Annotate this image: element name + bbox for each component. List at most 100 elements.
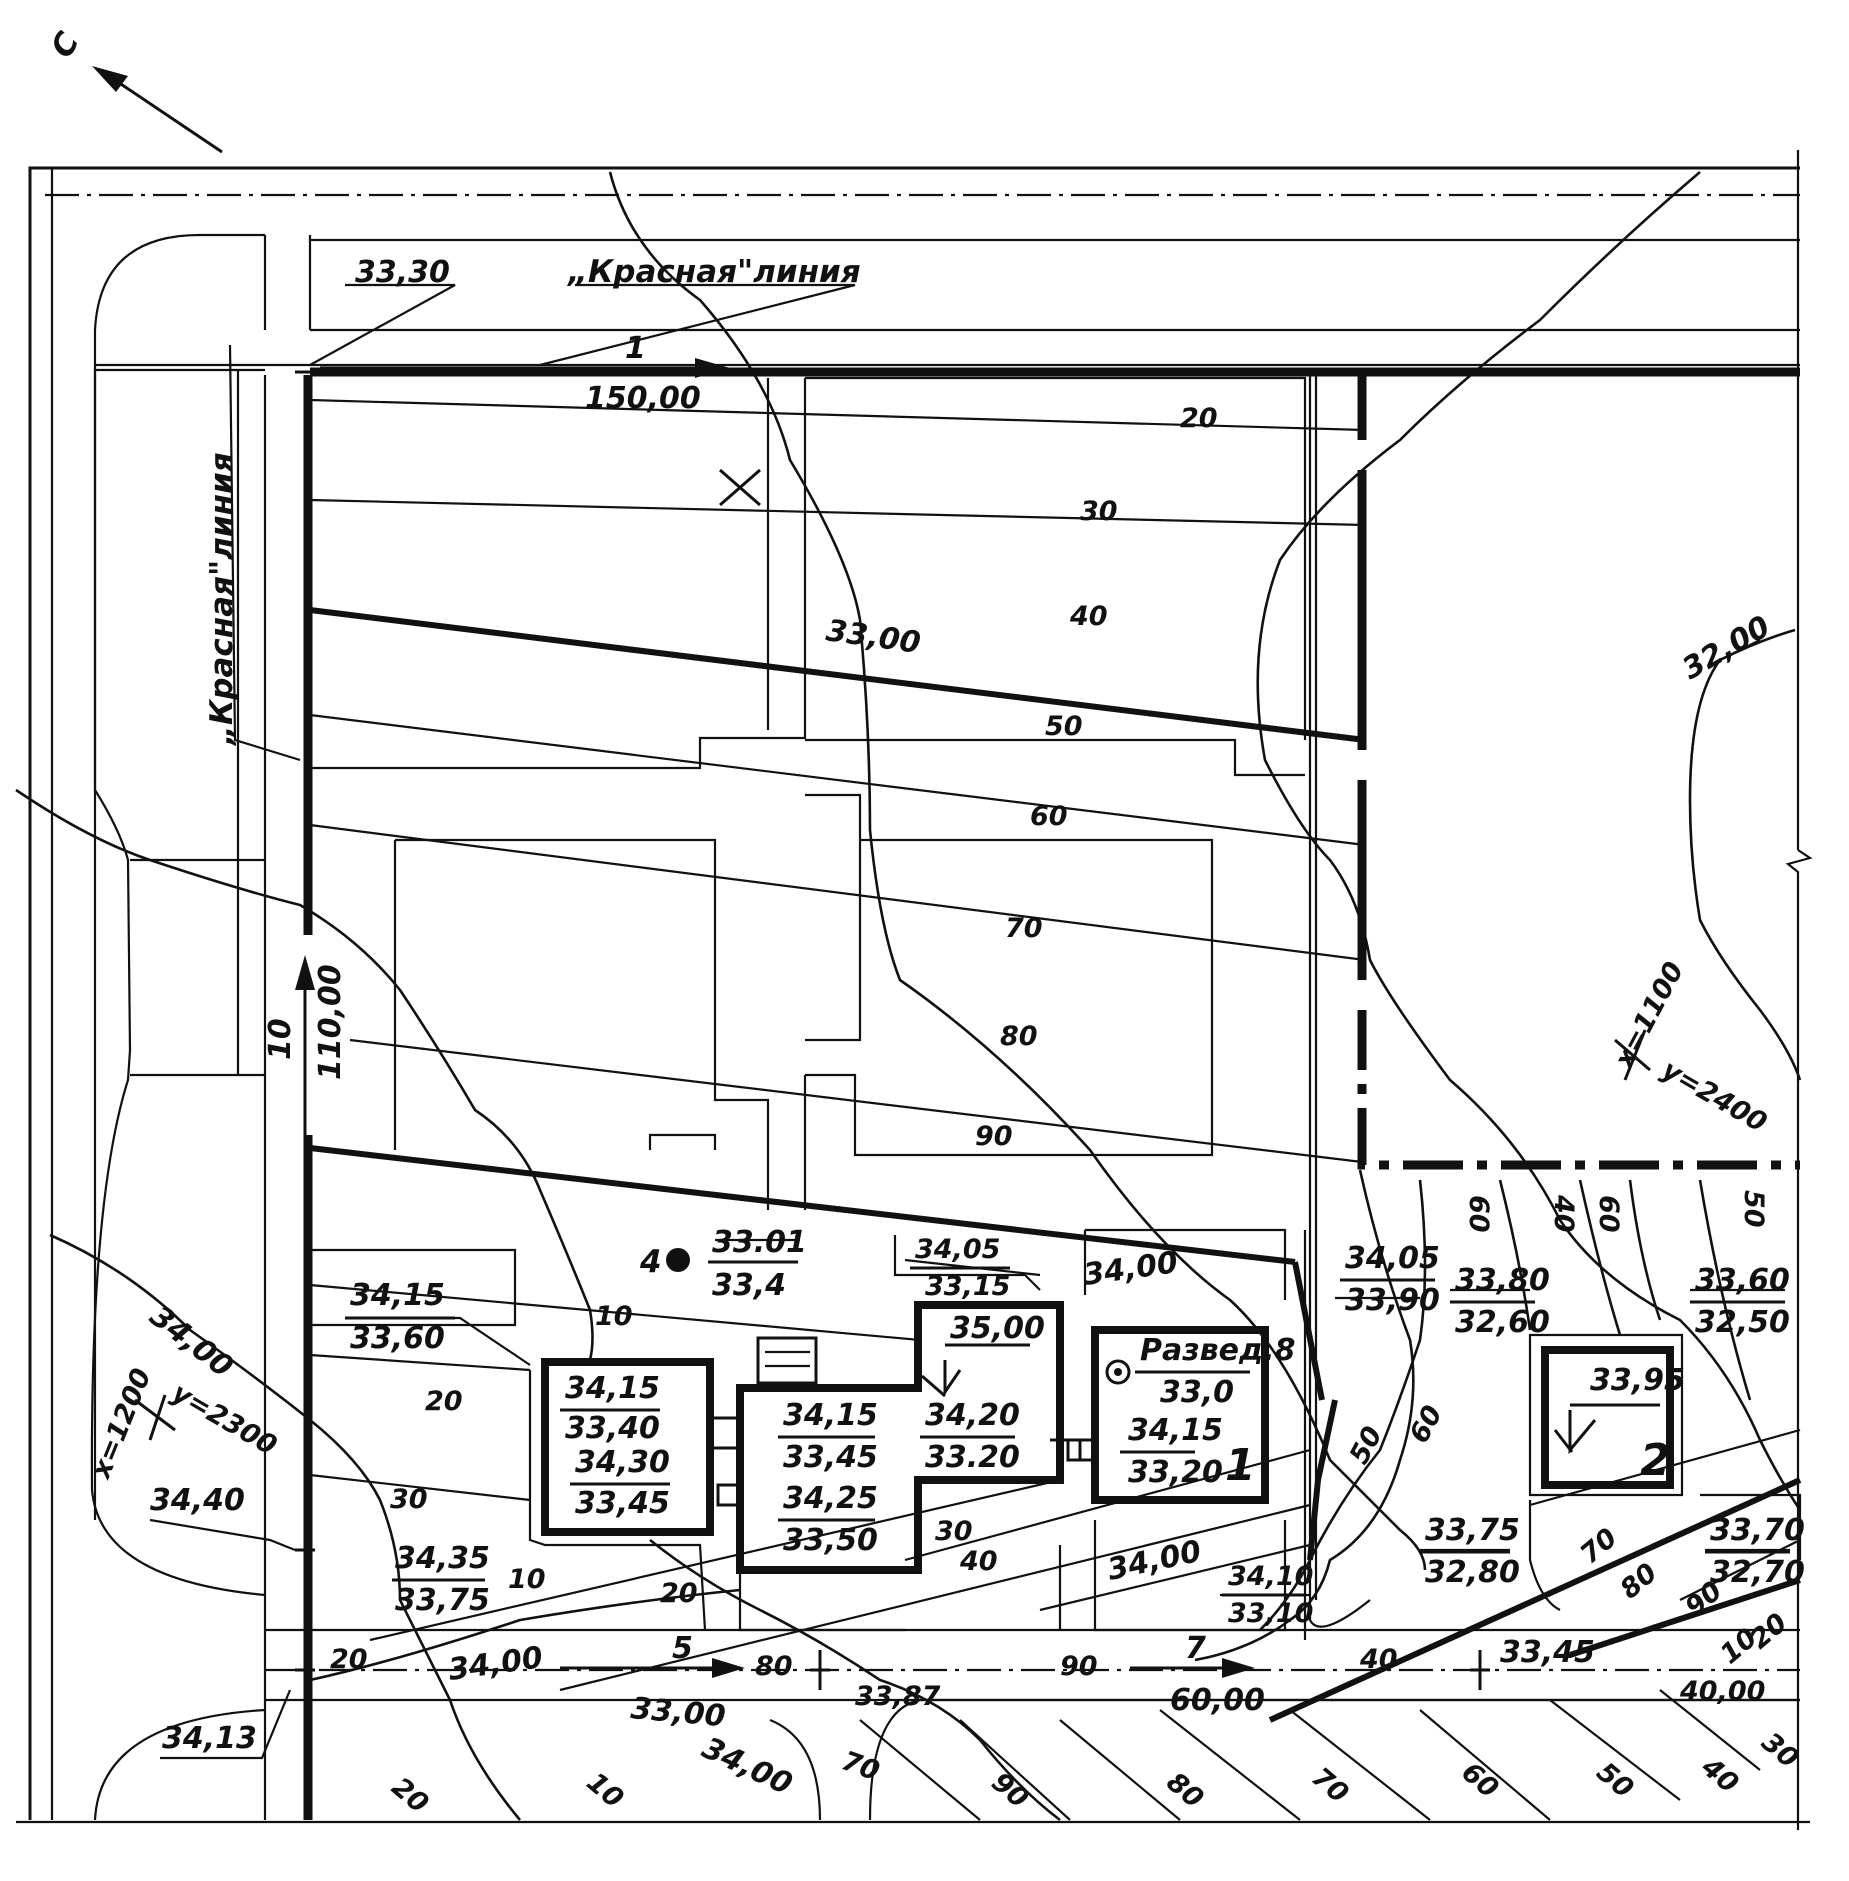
elev-33-45: 33,45 [1500,1635,1595,1670]
svg-text:32,50: 32,50 [1695,1305,1790,1340]
svg-text:60: 60 [1030,801,1068,832]
svg-text:90: 90 [986,1767,1035,1815]
svg-text:33,10: 33,10 [1228,1598,1313,1629]
svg-text:40: 40 [1359,1644,1398,1675]
svg-text:33,75: 33,75 [1425,1513,1520,1548]
contour-33-00: 33,00 [824,613,923,661]
elevation-pair-13: 33,75 32,80 [1420,1513,1520,1590]
svg-text:10: 10 [595,1301,633,1332]
svg-text:33,70: 33,70 [1710,1513,1805,1548]
svg-text:34,15: 34,15 [350,1278,445,1313]
north-side-len: 150,00 [585,381,701,416]
svg-text:20: 20 [660,1578,698,1609]
svg-text:40: 40 [1069,601,1108,632]
building-number-1: 1 [1225,1440,1256,1491]
svg-text:34,15: 34,15 [565,1371,660,1406]
building-2 [1541,1346,1674,1489]
svg-text:80: 80 [1000,1021,1038,1052]
elevation-pair-14: 33,70 32,70 [1705,1513,1805,1590]
svg-text:20: 20 [425,1386,463,1417]
elevation-pair-9: 34,15 33,20 [1120,1413,1223,1490]
svg-text:20: 20 [330,1644,368,1675]
elev-33-00-road: 33,00 [629,1691,727,1734]
elev-34-00-c: 34,00 [446,1640,545,1688]
svg-text:80: 80 [1161,1767,1210,1815]
plots [310,376,1802,1640]
svg-text:33,80: 33,80 [1455,1263,1550,1298]
north-side-num: 1 [625,331,646,366]
arrow-down-icon-2 [1568,1410,1597,1455]
contour-34-00: 34,00 [143,1299,239,1385]
svg-text:34,20: 34,20 [925,1398,1020,1433]
svg-text:32,70: 32,70 [1710,1555,1805,1590]
side-arrows [295,358,1490,1690]
svg-text:50: 50 [1738,1190,1769,1228]
contour-32-00: 32,00 [1677,609,1777,687]
svg-text:33,15: 33,15 [925,1271,1010,1302]
svg-text:33,45: 33,45 [575,1486,670,1521]
svg-text:80: 80 [755,1651,793,1682]
elev-33-95: 33,95 [1590,1363,1685,1398]
streets [45,168,1800,1821]
svg-text:34,05: 34,05 [1345,1241,1440,1276]
svg-text:70: 70 [1005,913,1043,944]
svg-text:40: 40 [1695,1751,1744,1800]
svg-text:30: 30 [390,1484,428,1515]
arrow-down-icon [943,1360,962,1397]
south-side-num-b: 7 [1185,1631,1206,1666]
svg-text:70: 70 [1306,1762,1355,1810]
svg-text:10: 10 [508,1564,546,1595]
elevation-pair-1: 34,15 33,60 [345,1278,455,1356]
svg-text:33,60: 33,60 [350,1321,445,1356]
contour-lines [15,171,1802,1822]
svg-text:33,90: 33,90 [1345,1283,1440,1318]
svg-text:80: 80 [1615,1557,1664,1605]
svg-text:90: 90 [975,1121,1013,1152]
svg-text:33.20: 33.20 [925,1440,1020,1475]
corner-elev: 33,30 [355,255,450,290]
west-side-len: 110,00 [313,964,348,1080]
elev-34-13: 34,13 [162,1721,257,1756]
svg-text:30: 30 [1080,496,1118,527]
svg-text:33,75: 33,75 [395,1583,490,1618]
svg-text:32,80: 32,80 [1425,1555,1520,1590]
svg-text:32,60: 32,60 [1455,1305,1550,1340]
borehole-elev: 33,0 [1160,1375,1234,1410]
north-letter: С [44,26,87,64]
well-number: 4 [639,1244,662,1280]
elev-34-00-a: 34,00 [1081,1245,1180,1293]
building-number-2: 2 [1640,1435,1671,1486]
red-line-label-top: „Красная"линия [566,254,861,290]
elevation-pair-10: 34,05 33,90 [1340,1241,1440,1318]
reference-lines [309,398,1366,1502]
svg-text:33,45: 33,45 [783,1440,878,1475]
svg-text:34,15: 34,15 [1128,1413,1223,1448]
west-side-num: 10 [263,1018,298,1060]
well-icon [666,1248,690,1272]
elevation-pair-11: 33,80 32,60 [1450,1263,1550,1340]
svg-text:60: 60 [1463,1195,1494,1233]
svg-text:50: 50 [1344,1422,1389,1470]
labels: „Красная"линия „Красная"линия 33,30 1 15… [85,254,1805,1820]
south-side-num-a: 5 [672,1631,693,1666]
elev-34-40: 34,40 [150,1483,245,1518]
svg-text:33,20: 33,20 [1128,1455,1223,1490]
borehole-icon [1105,1359,1131,1385]
elevation-pair-12: 33,60 32,50 [1690,1263,1790,1340]
south-side-len: 60,00 [1170,1683,1265,1718]
well-top: 33.01 [712,1225,807,1260]
survey-marks [134,468,1660,1455]
well-bottom: 33,4 [712,1268,786,1303]
borehole-label: Развед.8 [1140,1333,1296,1368]
svg-text:33,60: 33,60 [1695,1263,1790,1298]
elevation-pair-7: 34,20 33.20 [920,1398,1020,1475]
elev-34-00-b: 34,00 [1104,1534,1204,1588]
elev-33-87: 33,87 [855,1681,941,1712]
svg-text:34,05: 34,05 [915,1234,1000,1265]
svg-text:20: 20 [386,1772,435,1820]
elev-34-00-d: 34,00 [697,1731,798,1803]
